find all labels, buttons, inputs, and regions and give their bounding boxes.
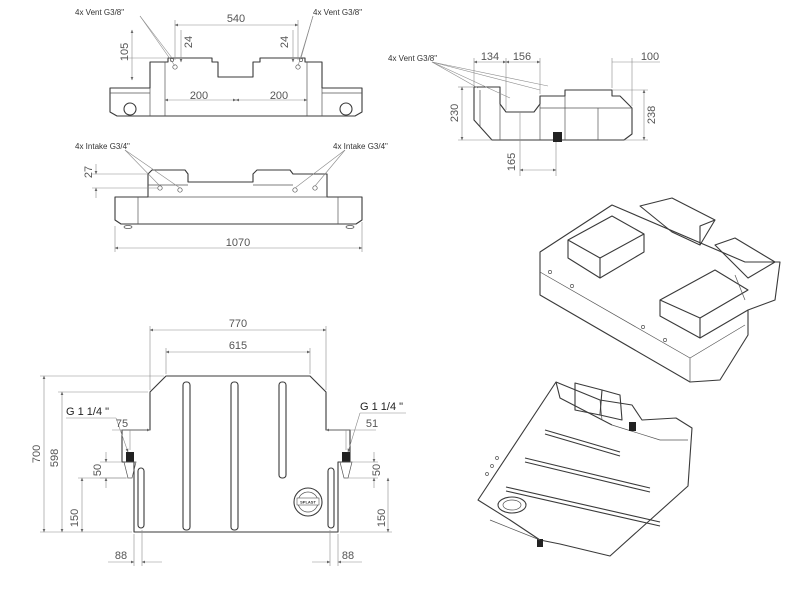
- dim-615: 615: [229, 340, 247, 352]
- dim-230: 230: [449, 104, 461, 122]
- dim-27: 27: [83, 166, 95, 178]
- intake-port-3: [292, 187, 298, 193]
- filler-cap-iso: [497, 496, 527, 514]
- fitting-iso-bottom: [537, 539, 543, 547]
- dim-540: 540: [227, 13, 245, 25]
- dim-88-left: 88: [115, 550, 127, 562]
- vent-label-side: 4x Vent G3/8": [388, 54, 437, 63]
- dim-24-right: 24: [279, 36, 291, 48]
- vent-port-2: [295, 64, 301, 70]
- dim-105: 105: [119, 43, 131, 61]
- intake-label-left: 4x Intake G3/4": [75, 142, 130, 151]
- dim-598: 598: [49, 449, 61, 467]
- rear-view: 4x Intake G3/4" 4x Intake G3/4" 27 1070: [75, 142, 388, 252]
- dim-150-right: 150: [376, 509, 388, 527]
- rib-side-left: [137, 467, 145, 529]
- isometric-top-view: [539, 197, 781, 383]
- isometric-bottom-view: [477, 381, 693, 557]
- dim-700: 700: [31, 445, 43, 463]
- dim-75: 75: [116, 418, 128, 430]
- intake-port-1: [157, 185, 163, 191]
- filler-cap: [293, 487, 323, 517]
- side-view: 134 156 100 230 238 165 4x Vent G3/8": [388, 51, 660, 176]
- vent-label-right: 4x Vent G3/8": [313, 8, 362, 17]
- rib-3: [278, 381, 287, 479]
- rib-1: [182, 381, 191, 531]
- outlet-fitting: [553, 132, 562, 142]
- dim-156: 156: [513, 51, 531, 63]
- plan-view: SPLAST 770 615 700 598 G 1 1/4 " G 1 1/4…: [31, 318, 406, 566]
- dim-134: 134: [481, 51, 499, 63]
- fitting-left: [126, 452, 134, 462]
- thread-label-right: G 1 1/4 ": [360, 401, 403, 413]
- dim-770: 770: [229, 318, 247, 330]
- dim-100: 100: [641, 51, 659, 63]
- intake-label-right: 4x Intake G3/4": [333, 142, 388, 151]
- fitting-right: [342, 452, 350, 462]
- dim-88-right: 88: [342, 550, 354, 562]
- vent-port-4: [299, 58, 303, 62]
- intake-port-2: [177, 187, 183, 193]
- dim-1070: 1070: [226, 237, 250, 249]
- dim-238: 238: [646, 106, 658, 124]
- drain-plug-left: [123, 102, 137, 116]
- rib-2: [230, 381, 239, 531]
- dim-24-left: 24: [183, 36, 195, 48]
- fitting-iso-top: [629, 422, 636, 431]
- thread-label-left: G 1 1/4 ": [66, 406, 109, 418]
- dim-200-left: 200: [190, 90, 208, 102]
- dim-51: 51: [366, 418, 378, 430]
- rib-side-right: [327, 467, 335, 529]
- dim-200-right: 200: [270, 90, 288, 102]
- dim-165: 165: [506, 153, 518, 171]
- intake-port-4: [312, 185, 318, 191]
- dim-150-left: 150: [69, 509, 81, 527]
- vent-label-left: 4x Vent G3/8": [75, 8, 124, 17]
- cap-text: SPLAST: [300, 500, 316, 505]
- drain-plug-right: [339, 102, 353, 116]
- dim-50-left: 50: [92, 464, 104, 476]
- dim-50-right: 50: [371, 464, 383, 476]
- vent-port-1: [172, 64, 178, 70]
- front-view: 540 105 24 24 200 200 4x Vent G3/8" 4x V…: [75, 8, 363, 117]
